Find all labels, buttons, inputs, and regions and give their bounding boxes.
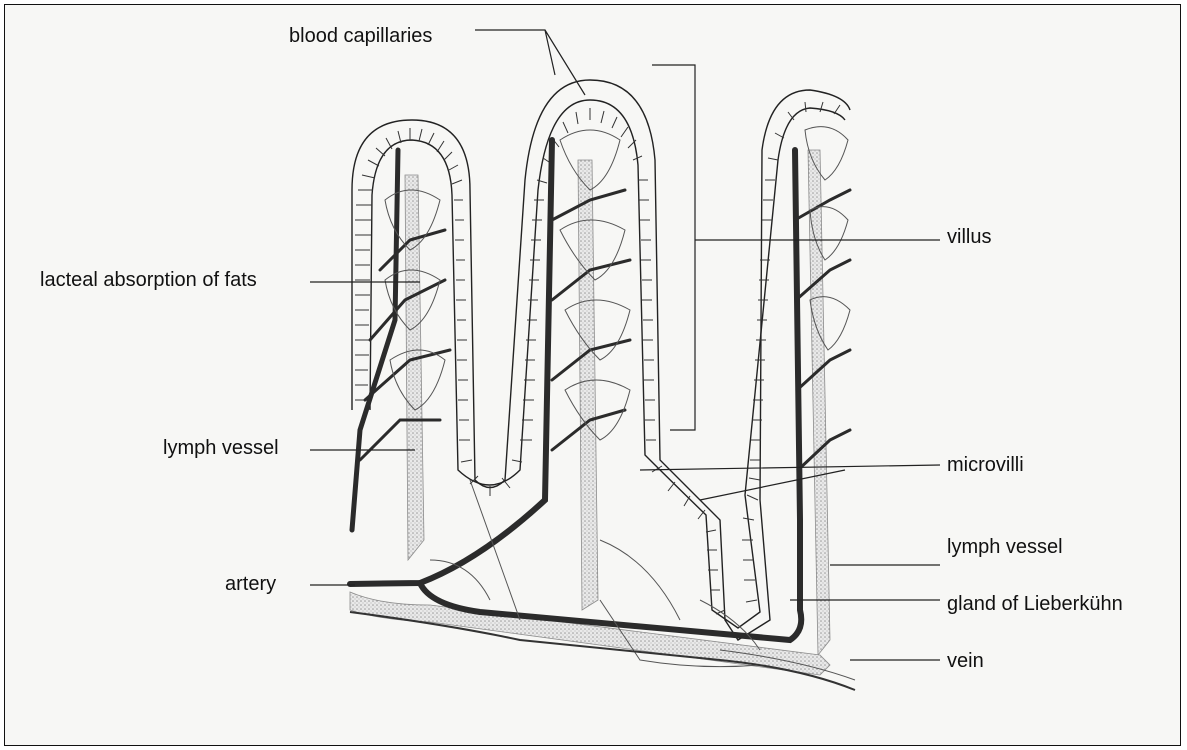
right-lacteal: [808, 150, 830, 655]
label-lymph-vessel-right: lymph vessel: [947, 537, 1063, 557]
leader-lines: [310, 30, 940, 660]
label-vein: vein: [947, 651, 984, 671]
artery-network: [350, 140, 850, 640]
middle-lacteal: [578, 160, 598, 610]
label-lacteal: lacteal absorption of fats: [40, 270, 257, 290]
label-lymph-vessel-left: lymph vessel: [163, 438, 279, 458]
label-artery: artery: [225, 574, 276, 594]
villus-inner-wall: [370, 100, 845, 628]
label-blood-capillaries: blood capillaries: [289, 26, 432, 46]
label-gland: gland of Lieberkühn: [947, 594, 1123, 614]
label-villus: villus: [947, 227, 991, 247]
left-lacteal: [405, 175, 424, 560]
label-microvilli: microvilli: [947, 455, 1024, 475]
